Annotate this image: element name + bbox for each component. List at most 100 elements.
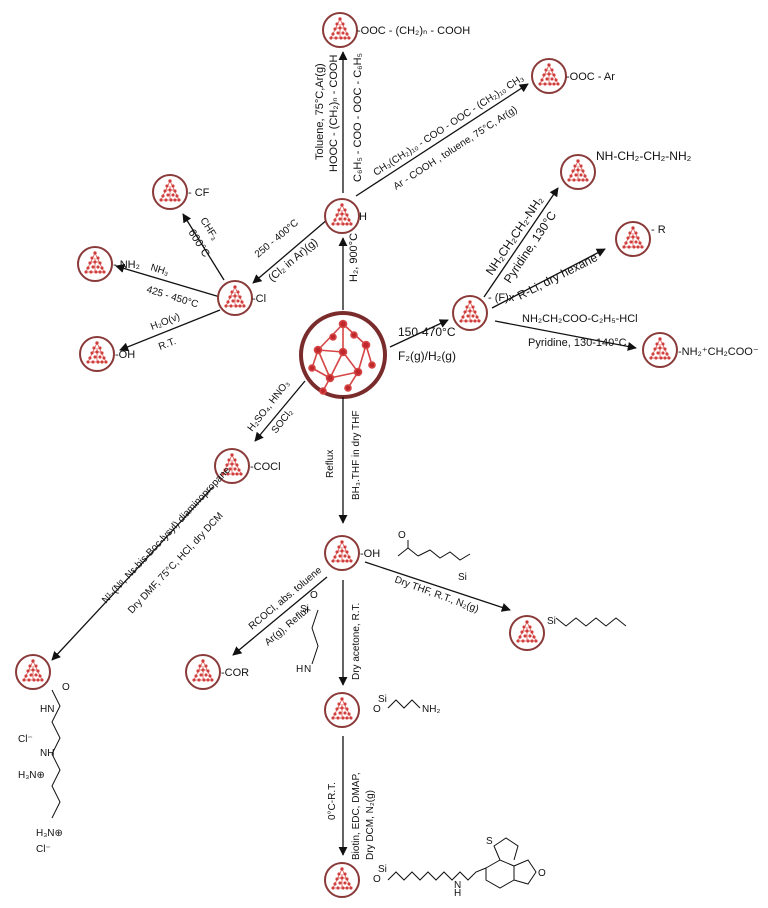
product-h: H — [359, 211, 367, 223]
atom-si-biotin-product: Si — [378, 864, 387, 875]
particle-cor — [185, 654, 221, 690]
arrow-to-cocl — [254, 380, 306, 442]
atom-si-acrylate: Si — [458, 572, 467, 583]
cond-oh-a: H₂O(v) — [149, 312, 181, 333]
product-top: -OOC - (CH₂)ₙ - COOH — [357, 25, 470, 37]
particle-oh-center — [324, 535, 360, 571]
product-fx: - (F)x — [488, 292, 515, 304]
particle-top — [322, 12, 358, 48]
particle-fx — [452, 295, 488, 331]
cond-acetone-a: Dry acetone, R.T. — [351, 603, 362, 680]
lysyl-chain — [51, 689, 61, 819]
cond-gly-a: NH₂CH₂COO-C₂H₅-HCl — [522, 313, 638, 325]
cond-biotin-c: Dry DCM, N₂(g) — [365, 790, 376, 860]
cond-f-b: F₂(g)/H₂(g) — [398, 349, 456, 363]
particle-glycine — [642, 332, 678, 368]
particle-oh-left — [79, 336, 115, 372]
cond-biotin-b: Biotin, EDC, DMAP, — [351, 772, 362, 860]
amine-product-chain — [387, 699, 421, 709]
particle-lysyl — [15, 654, 51, 690]
atom-hn-amide: HN — [40, 704, 54, 715]
arrow-to-ethylenediamine — [483, 187, 559, 298]
atom-n-biotin: N — [454, 880, 461, 891]
product-cf: - CF — [188, 187, 210, 199]
particle-ar — [531, 58, 567, 94]
particle-amine — [324, 692, 360, 728]
atom-h3n-plus-2: H₃N⊕ — [36, 828, 63, 839]
acrylate-product-chain — [555, 617, 627, 627]
atom-o-amine-product: O — [373, 704, 381, 715]
atom-h-biotin: H — [454, 888, 461, 899]
atom-o-reagent: O — [310, 590, 318, 601]
product-cl: -Cl — [252, 293, 266, 305]
central-nanodiamond — [299, 311, 387, 399]
atom-n-reagent: N — [304, 664, 311, 675]
atom-o-amide: O — [62, 682, 70, 693]
cond-biotin-a: 0°C-R.T. — [327, 782, 338, 820]
product-oh-left: -OH — [115, 349, 135, 361]
cond-ar-b: CH₃(CH₂)₁₀ - COO - OOC - (CH₂)₁₀ CH₃ — [372, 73, 526, 179]
cond-thf-b: BH₃.THF in dry THF — [351, 411, 362, 500]
particle-h — [324, 198, 360, 234]
arrow-to-r — [491, 248, 606, 309]
atom-o-biotin: O — [538, 868, 546, 879]
arrow-to-oh-left — [119, 309, 221, 352]
product-ar: -OOC - Ar — [566, 71, 615, 83]
skeletal-structures — [51, 540, 627, 889]
product-oh-center: -OH — [360, 548, 380, 560]
cond-ar-a: C₆H₅ - COO - OOC - C₆H₅ — [352, 53, 364, 182]
reaction-arrows — [51, 51, 637, 856]
atom-si-acrylate-product: Si — [547, 616, 556, 627]
biotin-ring-3 — [513, 859, 537, 885]
cond-nh2-a: NH₃ — [149, 262, 170, 278]
particle-acrylate — [509, 615, 545, 651]
atom-si-reagent: Si — [300, 604, 309, 615]
atom-h-reagent: H — [296, 664, 303, 675]
atom-o-biotin-product: O — [373, 874, 381, 885]
particle-r — [615, 221, 651, 257]
cond-h-a: H₂, 900°C — [348, 233, 360, 282]
product-cocl: -COCl — [250, 461, 281, 473]
arrow-to-fx — [389, 319, 449, 348]
product-amine: NH₂ — [422, 704, 440, 715]
product-cor: -COR — [221, 667, 249, 679]
biotin-chain — [387, 867, 487, 881]
particle-biotin — [324, 862, 360, 898]
biotin-ring-2 — [493, 837, 519, 861]
arrow-to-cf — [182, 213, 225, 281]
biotin-ring-1 — [485, 859, 515, 889]
product-glycine: -NH₂⁺CH₂COO⁻ — [678, 346, 759, 358]
cond-top-a: Toluene, 75°C,Ar(g) — [314, 63, 326, 160]
atom-cl-minus-2: Cl⁻ — [36, 844, 51, 855]
aminopropyl-chain — [311, 609, 319, 665]
product-ethylenediamine: NH-CH₂-CH₂-NH₂ — [596, 149, 692, 163]
cond-oh-b: R.T. — [157, 336, 178, 353]
cond-acr-a: Dry THF, R.T., N₂(g) — [393, 574, 480, 615]
arrow-to-cor — [232, 576, 328, 656]
atom-s-biotin: S — [486, 836, 493, 847]
arrow-to-acrylate — [364, 561, 511, 612]
cond-top-b: HOOC - (CH₂)ₙ - COOH — [328, 55, 340, 172]
cond-boc-a: N¹-(Nᵅ, Nε-bis-Boc-lysyl) diaminopropane — [100, 465, 233, 606]
arrow-to-ar — [355, 83, 529, 197]
atom-si-amine-product: Si — [378, 694, 387, 705]
cond-thf-a: Reflux — [325, 450, 336, 478]
arrow-to-lysyl — [51, 486, 214, 661]
particle-cl — [217, 280, 253, 316]
arrow-to-nh2 — [115, 263, 221, 298]
particle-cf — [152, 174, 188, 210]
product-r: - R — [651, 224, 666, 236]
arrow-to-cl — [252, 218, 329, 284]
particle-nh2 — [77, 246, 113, 282]
atom-h3n-plus: H₃N⊕ — [18, 770, 45, 781]
acrylate-reagent-chain — [397, 540, 471, 561]
cond-cocl-b: SOCl₂ — [270, 407, 296, 436]
atom-nh-amide: NH — [40, 748, 54, 759]
cond-f-a: 150-470°C — [398, 325, 456, 339]
particle-ethylenediamine — [560, 154, 596, 190]
product-nh2: - NH₂ — [113, 259, 140, 271]
arrow-to-glycine — [494, 320, 637, 351]
cond-gly-b: Pyridine, 130-140°C — [528, 337, 627, 349]
atom-cl-minus: Cl⁻ — [18, 734, 33, 745]
